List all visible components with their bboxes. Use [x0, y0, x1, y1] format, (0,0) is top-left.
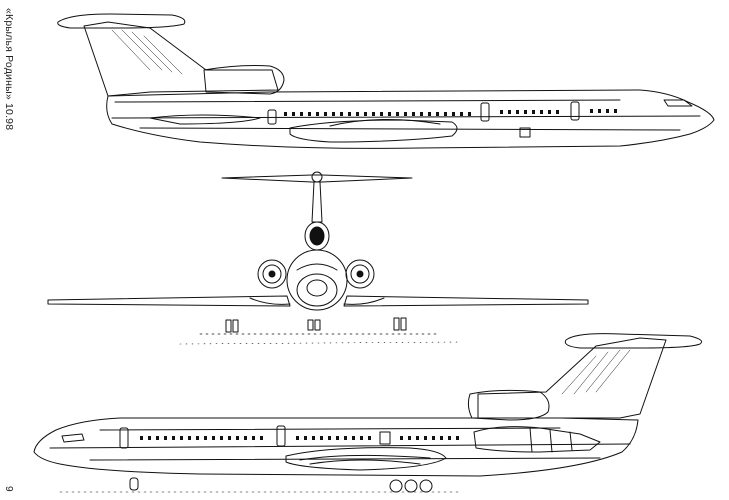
vertical-fin [477, 337, 667, 419]
front-landing-gear [225, 317, 407, 333]
landing-gear-wheels [129, 477, 433, 493]
window-row [140, 436, 459, 440]
door [119, 427, 129, 449]
side-view-right [57, 13, 715, 149]
wing-root-fairing [289, 119, 458, 143]
aircraft-three-view-drawing [33, 13, 715, 493]
engine-nacelle [467, 389, 550, 421]
horizontal-stabilizer [57, 13, 186, 29]
engine-nacelle [203, 65, 285, 95]
center-engine-intake [304, 221, 330, 251]
front-left-wing [47, 295, 291, 307]
horizontal-stabilizer [564, 333, 703, 349]
door [570, 101, 580, 121]
front-right-wing [343, 295, 589, 307]
window-row [284, 109, 617, 116]
fuselage-outline [106, 89, 715, 149]
front-view [47, 171, 589, 345]
page-number: 9 [3, 486, 14, 492]
fuselage-outline [33, 417, 639, 477]
door [519, 127, 531, 138]
page-spine: «Крылья Родины» 10.98 9 [0, 0, 16, 500]
vertical-fin [83, 21, 279, 97]
right-engine [345, 259, 375, 289]
left-engine [257, 259, 287, 289]
side-view-left [33, 333, 703, 493]
door [480, 102, 490, 122]
front-stabilizer [221, 174, 413, 183]
door [276, 425, 286, 447]
wing-root-fairing [285, 447, 447, 471]
door [267, 109, 277, 125]
cockpit-windows [663, 99, 693, 107]
front-fin [311, 181, 323, 223]
magazine-caption: «Крылья Родины» 10.98 [3, 8, 15, 131]
door [379, 431, 391, 445]
cockpit-windows [61, 433, 85, 443]
